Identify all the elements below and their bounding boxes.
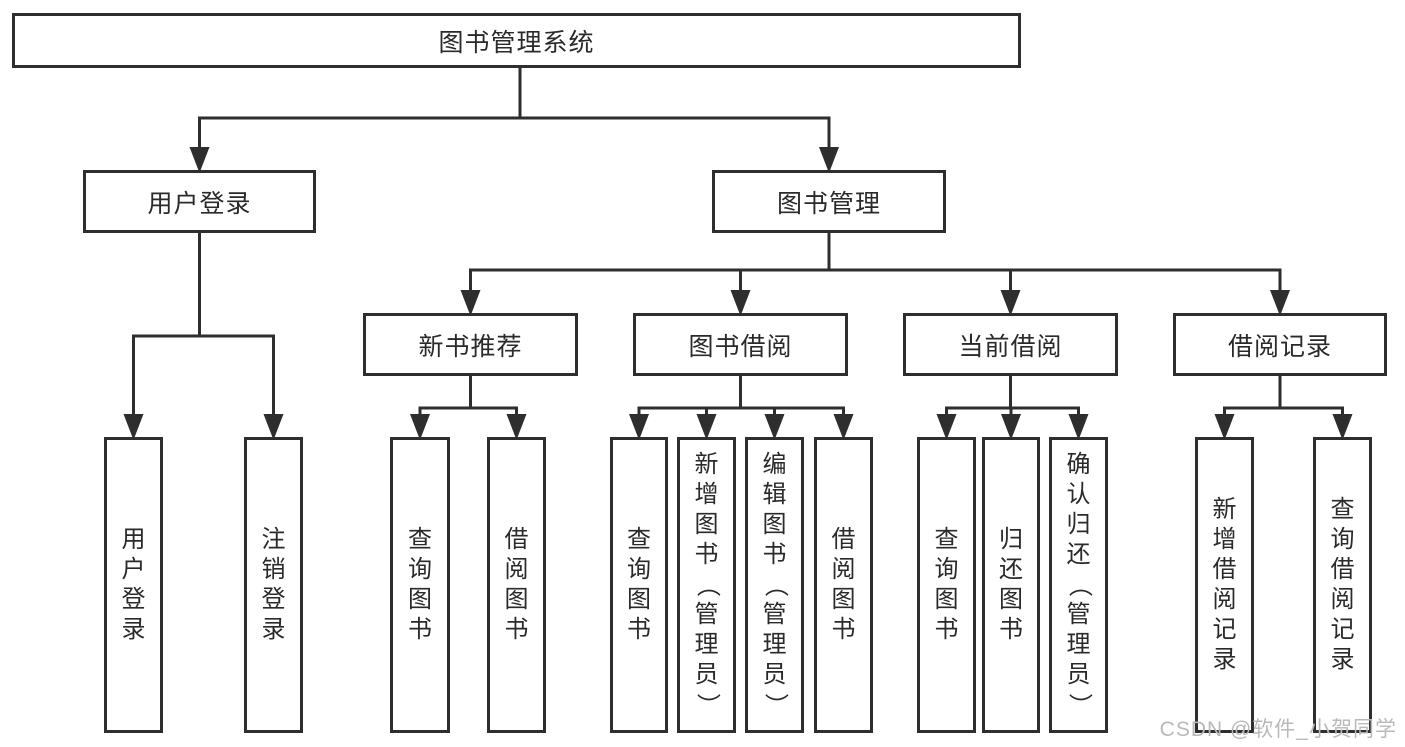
node-label: 借阅图书 [831,526,856,643]
node-login: 用户登录 [83,170,316,233]
node-root: 图书管理系统 [12,13,1021,68]
node-label: 新增图书（管理员） [693,451,721,717]
node-label: 借阅图书 [504,526,529,643]
arrowhead-icon [1214,414,1235,440]
arrowhead-icon [764,414,785,440]
node-c1: 查询图书 [917,437,976,733]
node-u2: 注销登录 [244,437,303,733]
node-d1: 新增借阅记录 [1195,437,1254,733]
arrowhead-icon [1001,414,1021,440]
node-mgmt: 图书管理 [712,170,946,233]
node-c2: 归还图书 [982,437,1040,733]
watermark: CSDN @软件_小贺同学 [1159,718,1397,741]
node-b1: 查询图书 [610,437,668,733]
arrowhead-icon [833,414,854,440]
arrowhead-icon [123,414,144,440]
node-label: 图书借阅 [688,332,793,361]
node-label: 确认归还（管理员） [1065,451,1093,717]
arrowhead-icon [1270,290,1290,316]
arrowhead-icon [1068,414,1089,440]
arrowhead-icon [696,414,717,440]
node-label: 查询图书 [408,526,432,643]
node-label: 新增借阅记录 [1212,496,1237,673]
node-u1: 用户登录 [104,437,163,733]
node-label: 注销登录 [261,526,286,643]
arrowhead-icon [410,414,430,440]
arrowhead-icon [1332,414,1353,440]
node-label: 图书管理 [776,189,881,218]
arrowhead-icon [506,414,527,440]
node-c3: 确认归还（管理员） [1049,437,1108,733]
arrowhead-icon [1000,290,1021,316]
node-b4: 借阅图书 [814,437,873,733]
arrowhead-icon [263,414,284,440]
node-label: 查询图书 [627,526,651,643]
arrowhead-icon [629,414,649,440]
node-r2: 借阅图书 [487,437,546,733]
arrowhead-icon [189,147,210,173]
node-r1: 查询图书 [390,437,450,733]
arrowhead-icon [819,147,839,173]
arrowhead-icon [460,290,481,316]
node-label: 归还图书 [999,526,1023,643]
node-rec: 新书推荐 [363,313,578,376]
node-label: 用户登录 [121,526,146,643]
node-b2: 新增图书（管理员） [677,437,736,733]
node-label: 图书管理系统 [438,28,595,57]
node-borrow: 图书借阅 [633,313,848,376]
arrowhead-icon [730,290,751,316]
node-label: 新书推荐 [418,332,523,361]
node-records: 借阅记录 [1173,313,1387,376]
node-label: 查询借阅记录 [1330,496,1355,673]
node-label: 当前借阅 [958,332,1063,361]
node-current: 当前借阅 [903,313,1118,376]
node-label: 查询图书 [934,526,959,643]
node-label: 借阅记录 [1227,332,1332,361]
arrowhead-icon [936,414,957,440]
node-d2: 查询借阅记录 [1313,437,1372,733]
node-label: 编辑图书（管理员） [761,451,789,717]
node-b3: 编辑图书（管理员） [745,437,804,733]
node-label: 用户登录 [147,189,252,218]
